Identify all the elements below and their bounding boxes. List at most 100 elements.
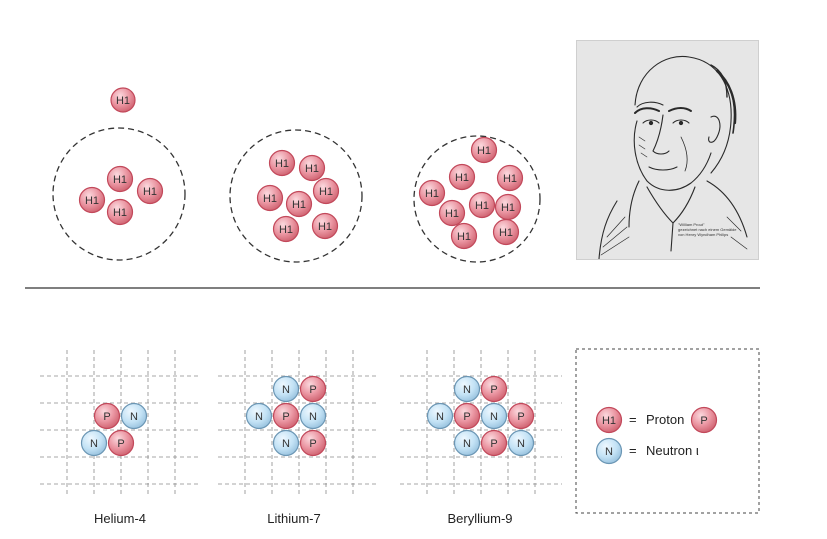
proton-ball <box>690 406 718 434</box>
proton-ball <box>492 218 520 246</box>
isotope-caption-lithium-7: Lithium-7 <box>267 511 320 526</box>
ball-label: N <box>130 411 138 423</box>
proton-ball <box>272 215 300 243</box>
ball-label: N <box>282 384 290 396</box>
hydrogen-ball: H1 <box>272 215 300 243</box>
proton-ball <box>106 165 134 193</box>
portrait-sketch <box>598 55 748 259</box>
hydrogen-ball: H1 <box>136 177 164 205</box>
neutron-ball <box>453 375 481 403</box>
ball-label: N <box>90 438 98 450</box>
ball-label: P <box>490 438 497 450</box>
neutron-ball <box>595 437 623 465</box>
proton-ball <box>507 402 535 430</box>
ball-label: H1 <box>318 221 332 233</box>
proton: P <box>453 402 481 430</box>
ball-label: P <box>103 411 110 423</box>
neutron: N <box>245 402 273 430</box>
proton-ball <box>107 429 135 457</box>
proton-ball <box>93 402 121 430</box>
neutron: N <box>299 402 327 430</box>
proton: P <box>93 402 121 430</box>
ball-label: N <box>436 411 444 423</box>
ball-label: N <box>309 411 317 423</box>
proton-ball <box>311 212 339 240</box>
free-hydrogen-nucleus: H1 <box>110 87 136 113</box>
hydrogen-ball: H1 <box>256 184 284 212</box>
ball-label: N <box>517 438 525 450</box>
proton-ball <box>106 198 134 226</box>
neutron-ball <box>120 402 148 430</box>
proton-ball <box>470 136 498 164</box>
proton-ball <box>299 429 327 457</box>
ball-label: H1 <box>263 193 277 205</box>
proton: P <box>299 375 327 403</box>
portrait-william-prout: "William Prout" gezeichnet nach einem Ge… <box>576 40 759 260</box>
neutron: N <box>453 375 481 403</box>
neutron: N <box>426 402 454 430</box>
ball-label: P <box>309 438 316 450</box>
ball-label: H1 <box>85 195 99 207</box>
proton: P <box>272 402 300 430</box>
ball-label: H1 <box>292 199 306 211</box>
legend-neutron-symbol: N <box>595 437 623 465</box>
hydrogen-ball: H1 <box>106 165 134 193</box>
proton-ball <box>312 177 340 205</box>
legend-proton-alt-symbol: P <box>690 406 718 434</box>
neutron: N <box>272 375 300 403</box>
ball-label: N <box>605 446 613 458</box>
legend-proton-equals: = <box>629 412 637 427</box>
ball-label: H1 <box>305 163 319 175</box>
proton-ball <box>110 87 136 113</box>
neutron-ball <box>80 429 108 457</box>
neutron-ball <box>272 429 300 457</box>
proton-ball <box>418 179 446 207</box>
ball-label: H1 <box>113 207 127 219</box>
proton: P <box>480 375 508 403</box>
neutron-ball <box>480 402 508 430</box>
hydrogen-ball: H1 <box>494 193 522 221</box>
ball-label: N <box>463 438 471 450</box>
hydrogen-ball: H1 <box>448 163 476 191</box>
ball-label: P <box>282 411 289 423</box>
neutron: N <box>507 429 535 457</box>
hydrogen-ball: H1 <box>418 179 446 207</box>
hydrogen-ball: H1 <box>492 218 520 246</box>
hydrogen-ball: H1 <box>285 190 313 218</box>
proton-ball <box>136 177 164 205</box>
ball-label: H1 <box>499 227 513 239</box>
neutron-ball <box>272 375 300 403</box>
proton-ball <box>272 402 300 430</box>
hydrogen-ball: H1 <box>106 198 134 226</box>
legend-proton-text: Proton <box>646 412 684 427</box>
hydrogen-ball: H1 <box>78 186 106 214</box>
neutron-ball <box>453 429 481 457</box>
ball-label: H1 <box>501 202 515 214</box>
hydrogen-ball: H1 <box>110 87 136 113</box>
ball-label: P <box>490 384 497 396</box>
ball-label: P <box>517 411 524 423</box>
portrait-caption-line1: "William Prout" <box>678 222 705 227</box>
neutron-ball <box>245 402 273 430</box>
ball-label: H1 <box>113 174 127 186</box>
proton-ball <box>256 184 284 212</box>
ball-label: H1 <box>602 415 616 427</box>
hydrogen-ball: H1 <box>438 199 466 227</box>
proton-ball <box>78 186 106 214</box>
nucleus-boundary-9 <box>413 135 541 263</box>
proton-ball <box>496 164 524 192</box>
proton-ball <box>299 375 327 403</box>
neutron: N <box>480 402 508 430</box>
hydrogen-ball: H1 <box>450 222 478 250</box>
neutron-ball <box>426 402 454 430</box>
portrait-caption-line3: von Henry Wyndham Philips <box>678 232 729 237</box>
ball-label: H1 <box>477 145 491 157</box>
proton: P <box>299 429 327 457</box>
hydrogen-ball: H1 <box>311 212 339 240</box>
ball-label: H1 <box>425 188 439 200</box>
portrait-caption: "William Prout" gezeichnet nach einem Ge… <box>678 222 758 237</box>
